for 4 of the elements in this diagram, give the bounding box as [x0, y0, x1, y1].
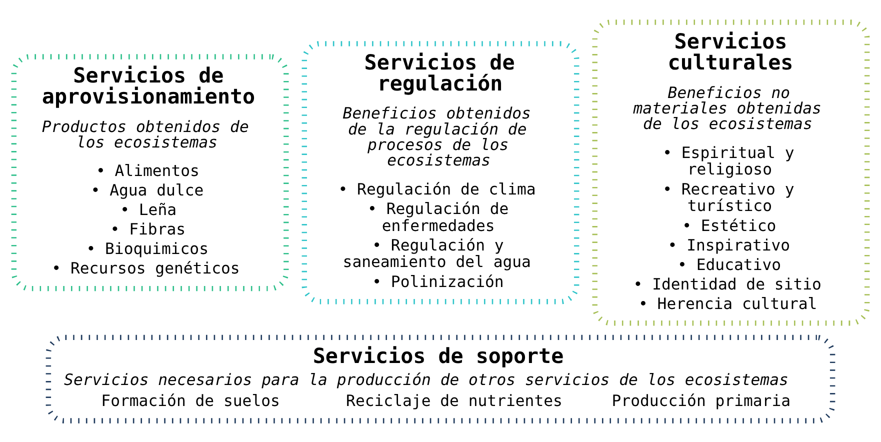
node-box: Servicios culturales Beneficios no materiales obtenidas de los ecosistemas • Espiritual y religioso • Recreativo y turístico • Estético • Inspirativo • Educativo • Identidad de sitio • Herencia cultural	[592, 19, 870, 326]
node-box: Servicios de aprovisionamiento Productos obtenidos de los ecosistemas • Alimentos • Agua dulce • Leña • Fibras • Bioquimicos • Recursos genéticos	[11, 54, 289, 291]
node-box: Servicios de regulación Beneficios obtenidos de la regulación de procesos de los ecosistemas • Regulación de clima • Regulación de enfermedades • Regulación y saneamiento del agua • Polinización	[302, 40, 580, 304]
node-box: Servicios de soporte Servicios necesarios para la producción de otros servicios de los ecosistemas Formación de suelos Reciclaje de nutrientes Producción primaria	[46, 334, 836, 423]
